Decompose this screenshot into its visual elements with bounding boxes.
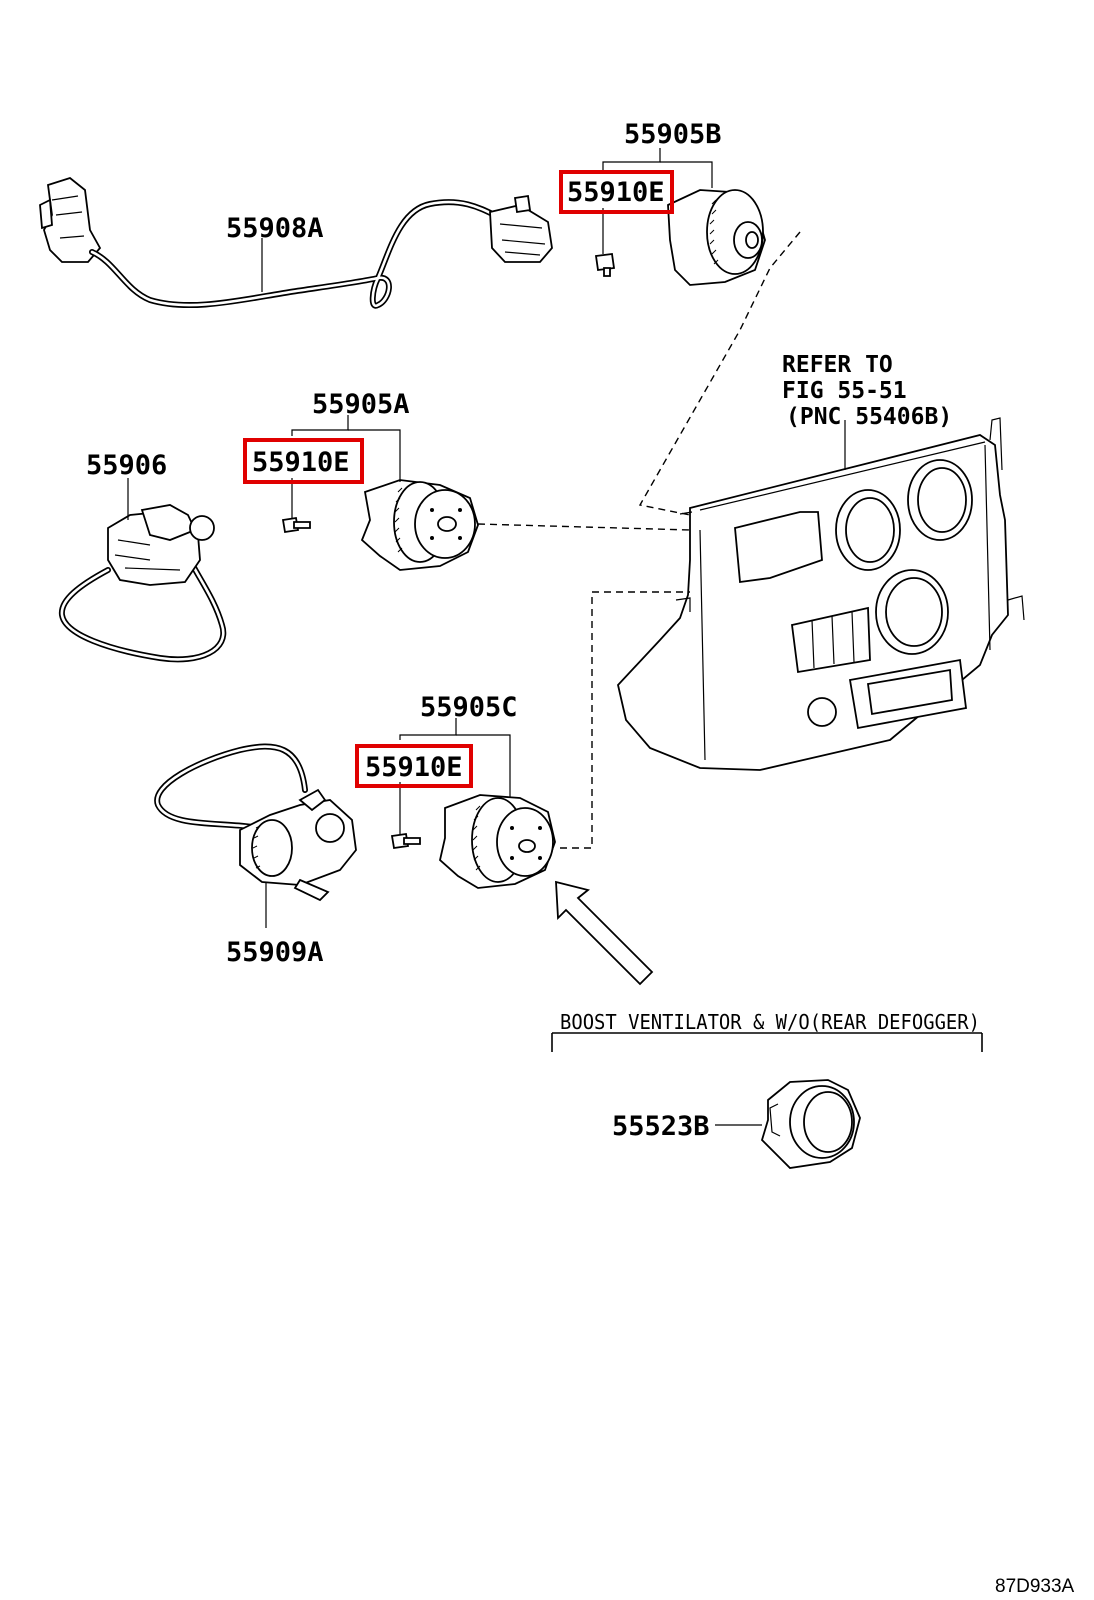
control-knob-55905A[interactable] xyxy=(360,479,479,571)
screw-55910E-top[interactable] xyxy=(594,252,616,277)
label-55909A: 55909A xyxy=(226,937,324,968)
label-55905C: 55905C xyxy=(420,692,518,723)
wire-harness-55909A[interactable] xyxy=(154,743,357,902)
wire-harness-55906[interactable] xyxy=(58,504,227,663)
refer-line-3: (PNC 55406B) xyxy=(786,404,952,430)
highlight-box-middle xyxy=(243,438,364,484)
control-knob-55905B[interactable] xyxy=(667,189,766,286)
label-55905A: 55905A xyxy=(312,389,410,420)
label-55908A: 55908A xyxy=(226,213,324,244)
condition-note: BOOST VENTILATOR & W/O(REAR DEFOGGER) xyxy=(560,1010,980,1034)
label-55910E-lower: 55910E xyxy=(365,752,463,783)
refer-line-1: REFER TO xyxy=(782,352,893,378)
label-55906: 55906 xyxy=(86,450,167,481)
label-55523B: 55523B xyxy=(612,1111,710,1142)
wire-harness-55908A[interactable] xyxy=(39,176,553,309)
view-arrow xyxy=(555,880,654,986)
screw-55910E-lower[interactable] xyxy=(390,832,421,850)
instrument-panel[interactable] xyxy=(617,417,1025,771)
illustration-code: 87D933A xyxy=(995,1576,1075,1597)
label-55910E-top: 55910E xyxy=(567,177,665,208)
label-55910E-middle: 55910E xyxy=(252,447,350,478)
screw-55910E-middle[interactable] xyxy=(281,516,311,534)
highlight-box-top xyxy=(559,170,674,214)
refer-line-2: FIG 55-51 xyxy=(782,378,907,404)
condition-bracket xyxy=(551,1032,983,1052)
switch-55523B[interactable] xyxy=(760,1079,861,1169)
control-knob-55905C[interactable] xyxy=(439,794,556,889)
label-55905B: 55905B xyxy=(624,119,722,150)
highlight-box-lower xyxy=(355,744,473,788)
